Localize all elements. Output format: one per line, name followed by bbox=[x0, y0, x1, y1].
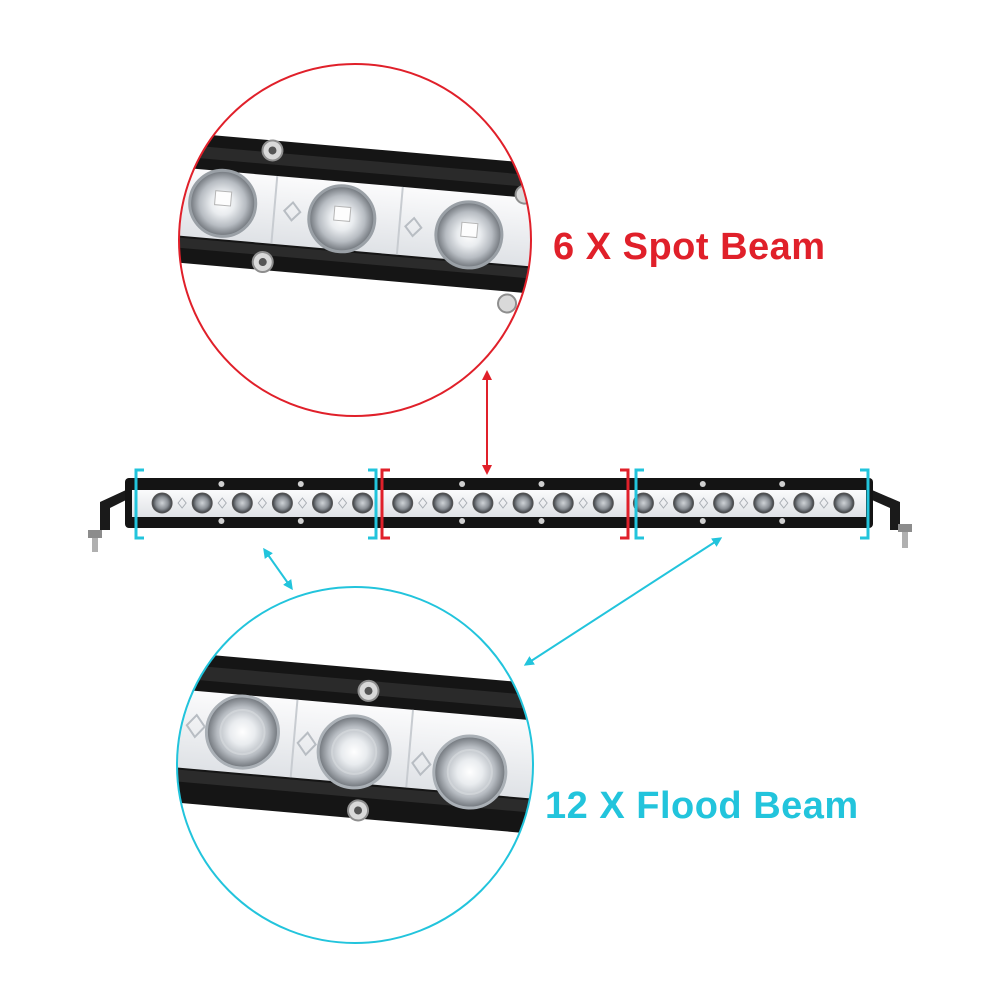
lens-divider bbox=[458, 497, 468, 509]
double-arrow-icon bbox=[263, 370, 723, 666]
flood-beam-label: 12 X Flood Beam bbox=[545, 785, 859, 827]
lens-divider bbox=[538, 497, 548, 509]
flood-segment-bracket bbox=[134, 468, 870, 540]
lens-divider bbox=[578, 497, 588, 509]
flood-led bbox=[713, 492, 735, 514]
spot-led bbox=[432, 492, 454, 514]
lens-divider bbox=[337, 497, 348, 509]
lens-divider bbox=[658, 497, 669, 509]
bar-screw bbox=[538, 481, 545, 487]
flood-led bbox=[793, 492, 815, 514]
lens-divider bbox=[297, 497, 308, 509]
lens-divider bbox=[217, 497, 227, 509]
flood-beam-zoom-icon bbox=[176, 586, 534, 944]
spot-led bbox=[552, 492, 574, 514]
spot-led bbox=[392, 492, 414, 514]
bar-screw bbox=[779, 481, 786, 487]
spot-segment-bracket bbox=[380, 468, 630, 540]
bar-screw bbox=[218, 481, 225, 487]
bar-screw bbox=[297, 481, 304, 487]
bar-screw bbox=[699, 481, 706, 487]
bar-screw bbox=[538, 518, 545, 524]
lens-divider bbox=[498, 497, 508, 509]
flood-led bbox=[312, 492, 333, 514]
flood-led bbox=[753, 492, 775, 514]
spot-led bbox=[512, 492, 534, 514]
lens-divider bbox=[739, 497, 749, 509]
mounting-bracket-icon bbox=[88, 490, 912, 552]
bar-screw bbox=[779, 518, 786, 524]
flood-led bbox=[231, 492, 253, 514]
spot-led bbox=[592, 492, 614, 514]
spot-beam-label: 6 X Spot Beam bbox=[553, 226, 826, 268]
bar-screw bbox=[459, 481, 466, 487]
lens-divider bbox=[177, 497, 187, 509]
lens-divider bbox=[698, 497, 709, 509]
flood-led bbox=[673, 492, 694, 514]
bar-screw bbox=[699, 518, 706, 524]
flood-led bbox=[191, 492, 213, 514]
spot-beam-zoom-icon bbox=[178, 63, 532, 417]
flood-led bbox=[632, 492, 654, 514]
lens-divider bbox=[779, 497, 789, 509]
flood-led bbox=[352, 492, 374, 514]
spot-led bbox=[472, 492, 494, 514]
flood-led bbox=[833, 492, 855, 514]
bar-screw bbox=[218, 518, 225, 524]
bar-screw bbox=[459, 518, 466, 524]
main-light-bar bbox=[88, 468, 912, 552]
lens-divider bbox=[819, 497, 829, 509]
lens-divider bbox=[418, 497, 428, 509]
bar-screw bbox=[297, 518, 304, 524]
flood-led bbox=[271, 492, 293, 514]
flood-led bbox=[151, 492, 173, 514]
lens-divider bbox=[257, 497, 267, 509]
